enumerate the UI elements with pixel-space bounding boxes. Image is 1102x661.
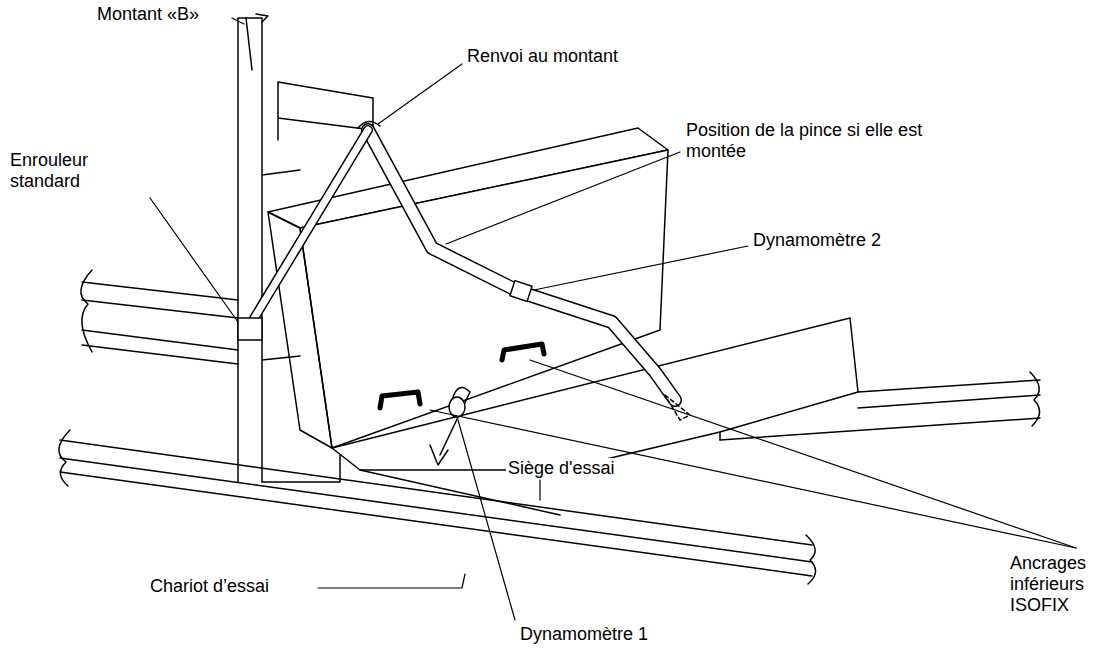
panel-outline — [278, 82, 373, 140]
part-label: Montant «B» — [95, 4, 201, 25]
leader-line — [318, 574, 465, 588]
leader-line — [378, 64, 462, 124]
lap-strap — [430, 388, 470, 466]
leader-line — [150, 198, 238, 322]
pillar-base — [262, 455, 340, 482]
part-label: Ancrages inférieurs ISOFIX — [1008, 553, 1098, 616]
pillar-outline — [238, 18, 262, 482]
part-label: Position de la pince si elle est montée — [684, 120, 968, 162]
leader-line — [446, 152, 680, 244]
part-label: Dynamomètre 2 — [751, 230, 883, 251]
leader-line — [539, 480, 540, 500]
leader-line — [232, 18, 244, 24]
trolley-rail — [60, 458, 812, 562]
belt-strap — [250, 130, 368, 325]
part-label: Siège d'essai — [506, 458, 617, 479]
seat-cushion — [332, 318, 858, 470]
rail-break — [81, 270, 92, 352]
part-label: Enrouleur standard — [8, 150, 122, 192]
belt-strap — [368, 130, 675, 400]
rail-break — [1030, 372, 1040, 426]
test-seat — [268, 128, 858, 515]
leader-line — [430, 410, 1076, 548]
retractor — [238, 318, 262, 340]
rail-break — [59, 430, 70, 486]
leader-line — [534, 246, 748, 290]
rail-break — [806, 535, 816, 584]
leader-line — [530, 360, 1076, 548]
part-label: Chariot d’essai — [148, 576, 271, 597]
isofix-anchors — [380, 344, 544, 408]
side-rail — [82, 282, 238, 364]
leader-line — [458, 420, 515, 620]
seat-belt — [238, 121, 690, 465]
part-label: Dynamomètre 1 — [518, 624, 650, 645]
pillar-marker — [246, 14, 268, 70]
isofix-anchor — [380, 392, 420, 408]
leader-lines — [150, 18, 1076, 620]
part-label: Renvoi au montant — [465, 46, 620, 67]
belt-strap — [368, 130, 675, 400]
seat-cushion-edge — [360, 432, 720, 515]
dynamometer — [510, 281, 532, 302]
belt-strap — [250, 130, 368, 325]
isofix-anchor — [502, 344, 544, 360]
guide-loop — [358, 121, 380, 128]
